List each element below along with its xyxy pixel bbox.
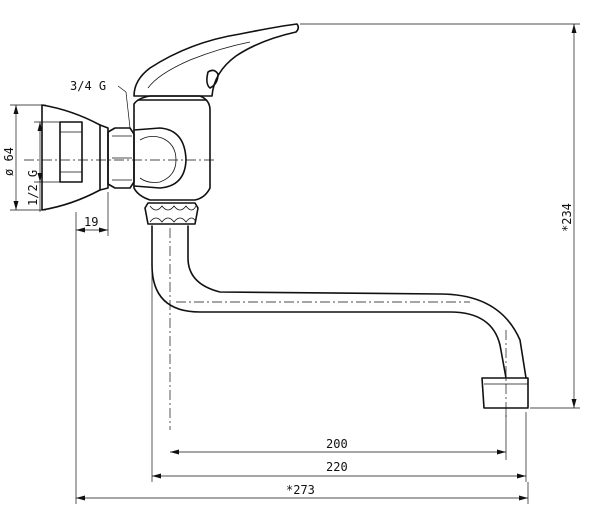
wall-flange <box>41 104 109 211</box>
lever-handle <box>133 23 300 101</box>
label-spout-reach-220: 220 <box>326 460 348 474</box>
dimension-height-total: *234 <box>300 23 580 409</box>
dimension-spout-reach-220: 220 <box>151 272 527 482</box>
label-thread-outlet: 3/4 G <box>70 79 106 93</box>
label-thread-inlet: 1/2 G <box>26 170 40 206</box>
swivel-collar <box>144 202 199 225</box>
dimension-thread-inlet: 1/2 G <box>26 121 62 212</box>
spout <box>151 225 529 430</box>
hex-nut <box>107 127 135 189</box>
label-spout-reach-200: 200 <box>326 437 348 451</box>
inlet-pipe <box>59 121 83 183</box>
label-flange-diameter: ø 64 <box>2 147 16 176</box>
dimension-thread-outlet: 3/4 G <box>70 79 131 129</box>
dimension-total-length: *273 <box>76 482 529 504</box>
label-wall-offset: 19 <box>84 215 98 229</box>
dimension-spout-reach-200: 200 <box>170 412 507 460</box>
dimension-flange-diameter: ø 64 <box>2 104 46 211</box>
mixer-body <box>24 95 215 201</box>
label-height-total: *234 <box>560 203 574 232</box>
label-total-length: *273 <box>286 483 315 497</box>
dimension-wall-offset: 19 <box>75 192 109 504</box>
